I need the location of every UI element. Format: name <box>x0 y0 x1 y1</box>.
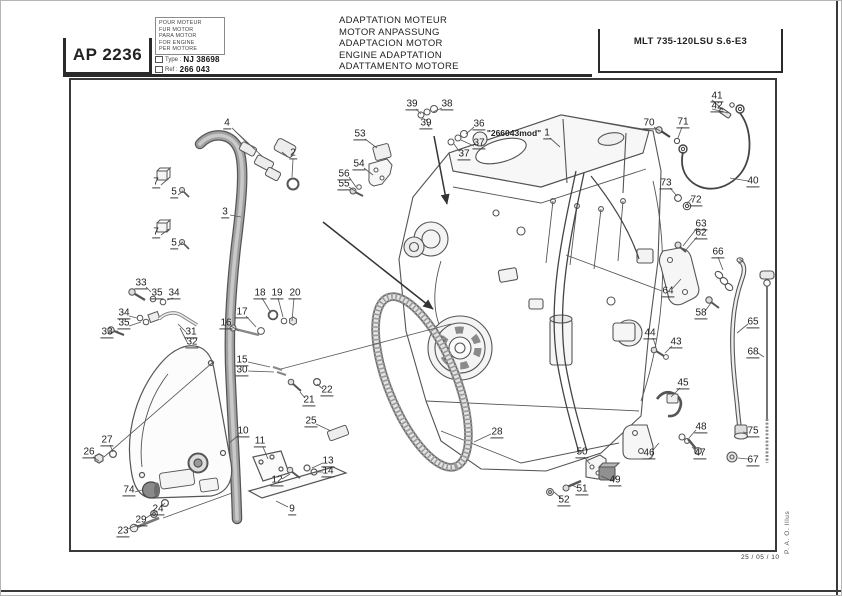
revision-date: 25 / 05 / 10 <box>741 554 780 561</box>
engine-illustration <box>398 114 664 472</box>
model-box: MLT 735-120LSU S.6-E3 <box>598 29 783 73</box>
ref-label: Ref : <box>165 66 178 73</box>
fittings-group <box>156 138 300 250</box>
header-rule <box>63 74 592 77</box>
sensor-bracket-group <box>349 105 468 197</box>
title-line: ADAPTACION MOTOR <box>339 38 443 50</box>
guard-leg-group <box>94 345 350 533</box>
lang-line: FUR MOTOR <box>159 26 194 33</box>
lang-line: PARA MOTOR <box>159 33 197 39</box>
page-border-right <box>836 1 838 595</box>
page-title: ADAPTATION MOTEUR MOTOR ANPASSUNG ADAPTA… <box>339 15 459 73</box>
checkbox-icon <box>155 66 163 73</box>
title-line: ADATTAMENTO MOTORE <box>339 61 459 73</box>
page-border-bottom <box>1 590 841 592</box>
mount-bolts-group <box>650 346 669 360</box>
checkbox-icon <box>155 56 163 63</box>
illustrator-note: P. A. O. Illus <box>784 510 791 554</box>
lang-line: PER MOTORE <box>159 46 198 52</box>
page-code: AP 2236 <box>72 45 143 64</box>
type-label: Type : <box>165 56 182 63</box>
battery-cable-group <box>655 102 751 211</box>
engine-ref-row: Ref : 266 043 <box>155 65 210 74</box>
title-line: ADAPTATION MOTEUR <box>339 15 448 26</box>
hose-illustration <box>194 130 248 525</box>
ref-value: 266 043 <box>179 65 210 74</box>
drawing-frame <box>69 78 777 552</box>
dipstick-group <box>658 241 775 463</box>
lang-line: POUR MOTEUR <box>159 20 202 26</box>
title-line: MOTOR ANPASSUNG <box>339 26 440 38</box>
type-value: NJ 38698 <box>183 55 220 64</box>
page-code-box: AP 2236 <box>63 38 152 75</box>
engine-type-row: Type : NJ 38698 <box>155 55 220 64</box>
belt-illustration <box>371 292 473 472</box>
pointer-arrows <box>322 135 450 310</box>
clamp-bracket-group <box>622 390 702 460</box>
title-line: ENGINE ADAPTATION <box>339 49 442 61</box>
leader-lines <box>92 99 765 530</box>
model-name: MLT 735-120LSU S.6-E3 <box>633 36 748 47</box>
lang-line: FOR ENGINE <box>159 39 195 46</box>
for-engine-language-box: POUR MOTEUR FUR MOTOR PARA MOTOR FOR ENG… <box>155 17 225 55</box>
